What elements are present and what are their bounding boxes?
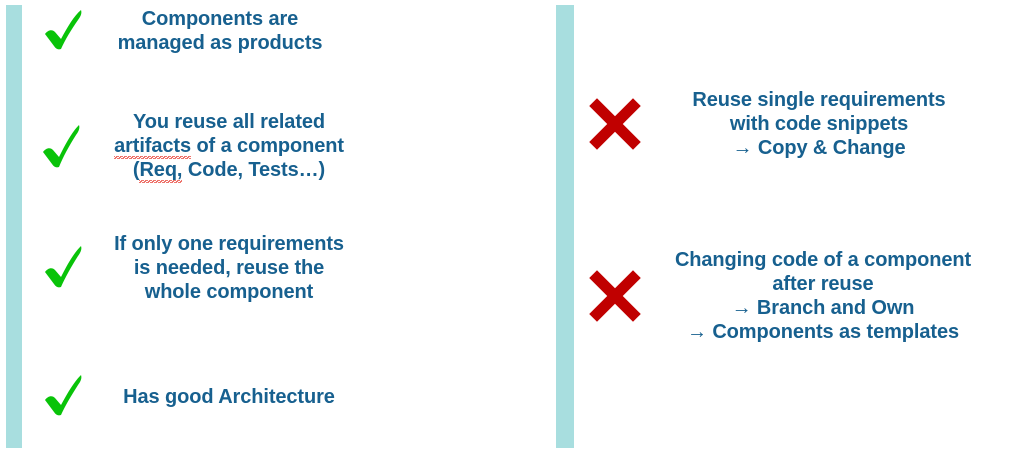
- left-accent-bar: [6, 5, 22, 448]
- list-item-label: Components are managed as products: [117, 8, 323, 54]
- list-item-label: Reuse single requirements with code snip…: [692, 89, 946, 159]
- artifacts-line-1: You reuse all related: [132, 111, 326, 133]
- check-icon: [40, 6, 86, 56]
- list-item-label: If only one requirements is needed, reus…: [114, 233, 344, 303]
- list-item-good-architecture: Has good Architecture: [40, 372, 380, 422]
- list-item-label: Has good Architecture: [123, 386, 335, 408]
- list-item-reuse-whole-component: If only one requirements is needed, reus…: [40, 232, 380, 304]
- artifacts-line-3-rest: Code, Tests…): [182, 159, 326, 181]
- list-item-reuse-code-snippets: Reuse single requirements with code snip…: [588, 88, 1008, 160]
- list-item-branch-and-own: Changing code of a component after reuse…: [588, 248, 1018, 344]
- cross-icon: [588, 98, 642, 150]
- artifacts-line-3-open: (: [132, 159, 140, 181]
- artifacts-line-2-rest: of a component: [190, 135, 344, 157]
- check-icon: [40, 372, 86, 422]
- check-icon: [40, 242, 86, 294]
- center-divider-bar: [556, 5, 574, 448]
- spellcheck-word-artifacts: artifacts: [114, 135, 191, 159]
- cross-icon: [588, 270, 642, 322]
- list-item-label: Changing code of a component after reuse…: [674, 249, 972, 343]
- check-icon: [38, 120, 84, 172]
- list-item-components-as-products: Components are managed as products: [40, 6, 360, 56]
- spellcheck-word-req: Req,: [139, 159, 183, 183]
